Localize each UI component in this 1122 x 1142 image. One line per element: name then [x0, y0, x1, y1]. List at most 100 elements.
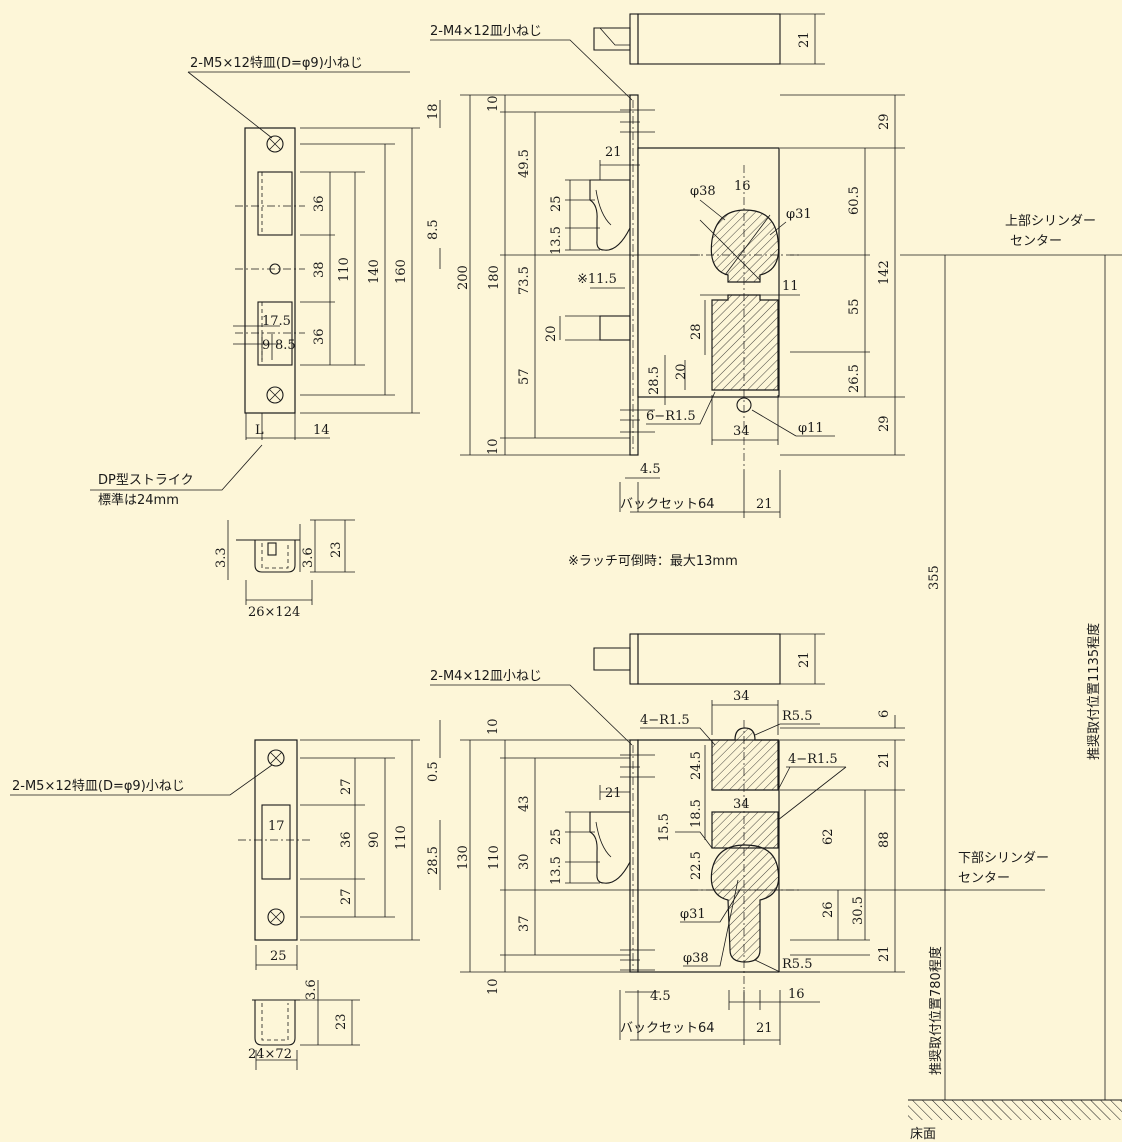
dim-23: 23	[329, 541, 344, 558]
dim-49-5: 49.5	[517, 149, 532, 178]
upper-lock-dims: 10 200 180 49.5 73.5 57 10 21 25 13.5 ※1…	[456, 94, 905, 518]
dim-29a: 29	[877, 113, 892, 130]
dim-88: 88	[877, 831, 892, 848]
dim-25: 25	[549, 195, 564, 212]
dim-26-5: 26.5	[847, 364, 862, 393]
dim-34b: 34	[733, 797, 750, 812]
dim-21c: 21	[877, 751, 892, 768]
upper-strike-plate	[235, 127, 305, 414]
dim-16: 16	[788, 987, 805, 1002]
dim-10a: 10	[486, 718, 501, 735]
dim-29b: 29	[877, 415, 892, 432]
lower-top-dim-21: 21	[797, 651, 812, 668]
dim-21a: 21	[605, 786, 622, 801]
lower-cylinder-label-2: センター	[958, 871, 1010, 886]
upper-cylinder-label-2: センター	[1010, 234, 1062, 249]
upper-strike-screw-label: 2-M5×12特皿(D=φ9)小ねじ	[190, 56, 363, 71]
upper-strike-labels: 2-M5×12特皿(D=φ9)小ねじ DP型ストライク 標準は24mm	[90, 56, 410, 508]
dim-24-5: 24.5	[689, 751, 704, 780]
dim-110a: 110	[394, 825, 409, 850]
dim-36a: 36	[312, 195, 327, 212]
upper-top-view: 21	[593, 13, 825, 65]
dim-21d: 21	[877, 945, 892, 962]
dim-3-6: 3.6	[304, 979, 319, 1000]
dim-0-5: 0.5	[426, 761, 441, 782]
right-reference: 上部シリンダー センター 下部シリンダー センター 355 推奨取付位置1135…	[900, 214, 1122, 1142]
lower-lock-body	[589, 720, 800, 1000]
dim-38: 38	[312, 261, 327, 278]
upper-face-screw-text: 2-M4×12皿小ねじ	[430, 24, 542, 39]
radius-6: 6−R1.5	[646, 409, 696, 424]
dim-55: 55	[847, 298, 862, 315]
dim-34: 34	[733, 424, 750, 439]
dim-8-5b: 8.5	[275, 338, 296, 353]
lower-backset-label: バックセット64	[620, 1021, 715, 1036]
dim-110: 110	[337, 257, 352, 282]
dim-21a: 21	[605, 145, 622, 160]
dim-60-5: 60.5	[847, 186, 862, 215]
recommended-lower: 推奨取付位置780程度	[928, 946, 944, 1075]
dim-30: 30	[517, 853, 532, 870]
phi-38: φ38	[690, 184, 716, 199]
dim-10b: 10	[486, 978, 501, 995]
dim-14: 14	[313, 423, 330, 438]
dim-20a: 20	[544, 325, 559, 342]
dim-140: 140	[367, 259, 382, 284]
lower-strike-screw-text: 2-M5×12特皿(D=φ9)小ねじ	[12, 779, 185, 794]
dim-15-5: 15.5	[657, 813, 672, 842]
upper-backset-label: バックセット64	[620, 497, 715, 512]
upper-strike-box-size: 26×124	[248, 605, 300, 620]
upper-face-screw-label: 2-M4×12皿小ねじ	[430, 24, 633, 101]
dim-27b: 27	[339, 888, 354, 905]
dim-11-5: ※11.5	[577, 272, 617, 287]
dim-90: 90	[367, 831, 382, 848]
dim-43: 43	[517, 795, 532, 812]
dim-10b: 10	[486, 438, 501, 455]
upper-cylinder-label-1: 上部シリンダー	[1005, 214, 1096, 229]
dim-13-5: 13.5	[549, 226, 564, 255]
dim-130: 130	[456, 845, 471, 870]
dim-28-5: 28.5	[426, 846, 441, 875]
dim-180: 180	[487, 265, 502, 290]
dim-4-5: 4.5	[650, 989, 671, 1004]
upper-lock-body	[589, 94, 800, 470]
dim-30-5: 30.5	[851, 896, 866, 925]
dim-62: 62	[821, 828, 836, 845]
lower-top-view: 21	[593, 633, 825, 685]
dim-73-5: 73.5	[517, 266, 532, 295]
upper-strike-box-section: 3.3 3.6 23 26×124	[214, 519, 355, 620]
recommended-upper: 推奨取付位置1135程度	[1086, 623, 1102, 760]
dim-37: 37	[517, 915, 532, 932]
phi-11: φ11	[798, 421, 824, 436]
strike-standard-note: 標準は24mm	[98, 492, 179, 508]
dim-20b: 20	[674, 363, 689, 380]
dim-26: 26	[821, 901, 836, 918]
lower-strike-plate	[238, 739, 310, 941]
dim-8-5: 8.5	[426, 219, 441, 240]
lower-face-screw-label: 2-M4×12皿小ねじ	[430, 669, 633, 746]
dim-18-5: 18.5	[689, 799, 704, 828]
dim-21b: 21	[756, 1021, 773, 1036]
radius-4b: 4−R1.5	[788, 752, 838, 767]
lower-face-screw-text: 2-M4×12皿小ねじ	[430, 669, 542, 684]
dim-28: 28	[689, 323, 704, 340]
phi-31: φ31	[786, 207, 812, 222]
dim-36b: 36	[312, 328, 327, 345]
dim-10a: 10	[486, 95, 501, 112]
dim-25b: 25	[549, 828, 564, 845]
dim-160: 160	[394, 259, 409, 284]
dim-200: 200	[456, 265, 471, 290]
dim-355: 355	[927, 565, 942, 590]
dim-28-5: 28.5	[647, 366, 662, 395]
dim-22-5: 22.5	[689, 851, 704, 880]
lower-lock-dims: 10 130 110 43 30 37 10 21 25 13.5 15.5 4…	[456, 689, 940, 1045]
lower-strike-box-section: 3.6 23 24×72	[248, 979, 360, 1070]
dim-4-5: 4.5	[640, 462, 661, 477]
dim-6: 6	[877, 710, 892, 718]
phi-31: φ31	[680, 907, 706, 922]
dim-27a: 27	[339, 778, 354, 795]
dim-3-6: 3.6	[301, 547, 316, 568]
floor-label: 床面	[910, 1127, 936, 1142]
radius-5-5a: R5.5	[782, 709, 812, 724]
